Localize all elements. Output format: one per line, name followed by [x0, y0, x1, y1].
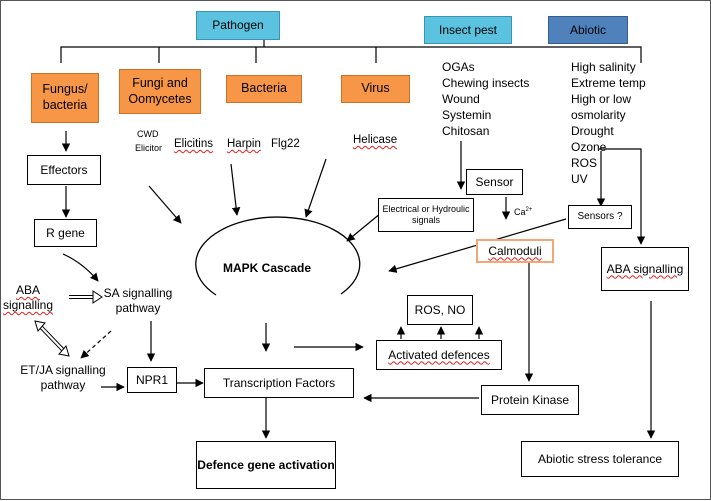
insect-trigger-list: OGAs Chewing insects Wound Systemin Chit…: [442, 59, 529, 139]
abiotic-stress-tolerance-label: Abiotic stress tolerance: [537, 451, 663, 466]
insect-pest-header: Insect pest: [424, 16, 512, 44]
transcription-factors-node: Transcription Factors: [204, 368, 354, 398]
mapk-cascade-ellipse: [195, 216, 361, 296]
flg22-label: Flg22: [271, 138, 300, 150]
insect-pest-header-label: Insect pest: [438, 22, 498, 37]
ros-no-node: ROS, NO: [407, 295, 473, 325]
pathogen-header-label: Pathogen: [212, 18, 264, 32]
et-ja-signalling-label: ET/JA signalling pathway: [20, 363, 106, 392]
abiotic-trigger-item: UV: [571, 172, 588, 186]
insect-trigger-item: Wound: [442, 92, 480, 106]
abiotic-trigger-item: Drought: [571, 124, 614, 138]
calmoduli-label: Calmoduli: [488, 243, 542, 258]
protein-kinase-label: Protein Kinase: [490, 392, 570, 407]
abiotic-trigger-item: ROS: [571, 156, 598, 170]
et-ja-signalling-node: ET/JA signalling pathway: [13, 363, 113, 393]
cwd-label: CWD: [137, 129, 159, 139]
fungi-oomycetes-label: Fungi and Oomycetes: [128, 75, 192, 106]
defence-gene-activation-node: Defence gene activation: [196, 441, 336, 489]
fungus-bacteria-label: Fungus/ bacteria: [42, 82, 88, 112]
protein-kinase-node: Protein Kinase: [481, 385, 579, 415]
activated-defences-label: Activated defences: [388, 347, 490, 362]
insect-trigger-item: Chewing insects: [442, 76, 530, 90]
virus-node: Virus: [341, 75, 410, 103]
r-gene-label: R gene: [46, 225, 85, 240]
bacteria-label: Bacteria: [241, 81, 287, 96]
calcium-label: Ca2+: [514, 207, 532, 219]
sensors-q-node: Sensors ?: [568, 205, 632, 229]
pathogen-bracket: [60, 40, 642, 63]
npr1-label: NPR1: [135, 372, 168, 387]
abiotic-trigger-item: osmolarity: [571, 108, 626, 122]
aba-signalling-left-label: ABA signalling: [2, 283, 54, 312]
activated-defences-node: Activated defences: [376, 340, 502, 370]
arrow-bacteria-mapk: [230, 163, 241, 216]
abiotic-trigger-item: Extreme temp: [571, 76, 646, 90]
abiotic-trigger-list: High salinity Extreme temp High or low o…: [571, 59, 646, 187]
r-gene-node: R gene: [34, 219, 97, 247]
aba-signalling-right-label: ABA signalling: [606, 261, 684, 276]
virus-label: Virus: [361, 81, 390, 96]
harpin-label: Harpin: [227, 138, 261, 150]
effectors-label: Effectors: [40, 162, 88, 177]
insect-trigger-item: OGAs: [442, 60, 475, 74]
fungi-oomycetes-node: Fungi and Oomycetes: [119, 69, 201, 114]
insect-trigger-item: Systemin: [442, 108, 492, 122]
insect-trigger-item: Chitosan: [442, 124, 490, 138]
arrow-sa-etja: [80, 330, 112, 359]
calcium-text: Ca: [514, 207, 526, 217]
calmoduli-node: Calmoduli: [476, 239, 554, 263]
transcription-factors-label: Transcription Factors: [222, 375, 336, 390]
helicase-label: Helicase: [353, 134, 398, 146]
elicitins-label: Elicitins: [174, 138, 213, 150]
abiotic-stress-tolerance-node: Abiotic stress tolerance: [521, 441, 679, 477]
sa-signalling-label: SA signalling pathway: [103, 286, 173, 315]
mapk-cascade-label: MAPK Cascade: [223, 261, 312, 275]
arrow-electrical-mapk: [346, 212, 382, 242]
bacteria-node: Bacteria: [226, 75, 302, 103]
abiotic-header: Abiotic: [548, 16, 628, 44]
sa-signalling-node: SA signalling pathway: [99, 284, 177, 318]
aba-signalling-right-node: ABA signalling: [601, 247, 689, 291]
npr1-node: NPR1: [127, 367, 177, 393]
abiotic-trigger-item: High salinity: [571, 60, 636, 74]
abiotic-trigger-item: High or low: [571, 92, 632, 106]
fungus-bacteria-node: Fungus/ bacteria: [31, 73, 99, 123]
effectors-node: Effectors: [27, 155, 101, 185]
defence-gene-activation-label: Defence gene activation: [197, 457, 335, 472]
arrow-virus-mapk: [304, 158, 327, 218]
arrow-abiotic-aba: [599, 148, 646, 245]
aba-signalling-left-node: ABA signalling: [1, 281, 55, 315]
sensors-q-label: Sensors ?: [577, 210, 623, 222]
pathogen-header: Pathogen: [196, 11, 280, 40]
arrow-fungi-mapk: [148, 185, 182, 224]
sensor-label: Sensor: [475, 174, 514, 189]
electrical-signals-node: Electrical or Hydroulic signals: [378, 198, 474, 232]
abiotic-trigger-item: Ozone: [571, 140, 607, 154]
ros-no-label: ROS, NO: [414, 302, 466, 317]
abiotic-header-label: Abiotic: [569, 22, 607, 37]
arrow-rgene-sa: [62, 253, 99, 282]
calcium-superscript: 2+: [525, 207, 533, 213]
electrical-signals-label: Electrical or Hydroulic signals: [382, 203, 470, 225]
sensor-node: Sensor: [466, 169, 523, 195]
elicitor-label: Elicitor: [135, 143, 163, 153]
